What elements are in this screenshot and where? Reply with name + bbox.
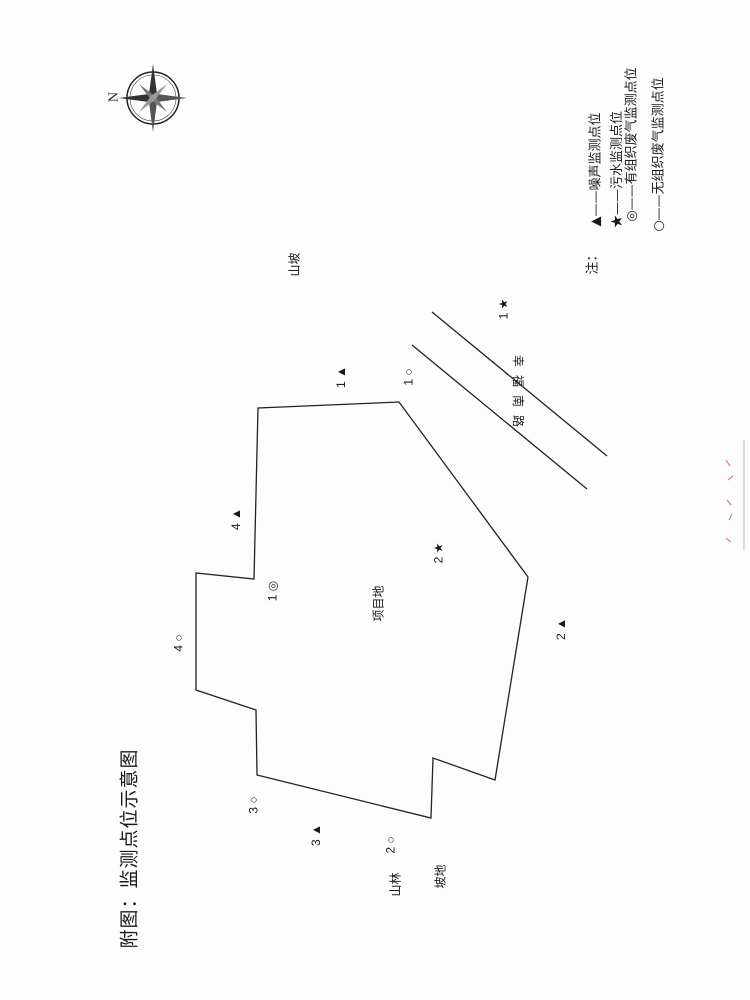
circle-icon: ○ [401, 368, 416, 376]
triangle-icon: ▲ [228, 508, 243, 520]
circle-icon: ○ [246, 796, 261, 804]
legend-item-noise: ▲——噪声监测点位 [588, 112, 604, 227]
unorganized-gas-point-4: 4 ○ [171, 634, 186, 652]
legend-heading: 注： [585, 248, 601, 275]
double-circle-icon: ◎ [624, 210, 640, 222]
compass-icon [119, 64, 187, 132]
unorganized-gas-point-2: 2 ○ [383, 836, 398, 854]
area-label-forest: 山林 [388, 872, 403, 897]
triangle-icon: ▲ [553, 618, 568, 630]
wastewater-point-2: 2 ★ [431, 542, 446, 564]
area-label-slope: 坡地 [433, 864, 448, 889]
legend-item-unorganized-gas: ○——无组织废气监测点位 [651, 77, 667, 232]
page-title: 附图：监测点位示意图 [118, 748, 141, 949]
unorganized-gas-point-1: 1 ○ [401, 368, 416, 386]
area-label-hillside: 山坡 [287, 252, 302, 277]
noise-point-1: 1 ▲ [333, 366, 348, 388]
road-edge-lower [411, 344, 588, 490]
circle-icon: ○ [383, 836, 398, 844]
red-stamp-fragment [725, 440, 745, 550]
noise-point-3: 3 ▲ [308, 824, 323, 846]
triangle-icon: ▲ [588, 216, 604, 227]
unorganized-gas-point-3: 3 ○ [246, 796, 261, 814]
project-boundary [195, 401, 529, 819]
road-edge-upper [431, 311, 608, 457]
star-icon: ★ [496, 298, 511, 310]
circle-icon: ○ [171, 634, 186, 642]
triangle-icon: ▲ [333, 366, 348, 378]
star-icon: ★ [431, 542, 446, 554]
triangle-icon: ▲ [308, 824, 323, 836]
double-circle-icon: ◎ [265, 580, 280, 592]
organized-gas-point-1: 1 ◎ [265, 580, 280, 602]
circle-icon: ○ [651, 220, 667, 232]
noise-point-4: 4 ▲ [228, 508, 243, 530]
wastewater-point-1: 1 ★ [496, 298, 511, 320]
road-label: 幸福南路 [511, 355, 525, 436]
north-label: N [106, 91, 121, 103]
area-label-project-site: 项目地 [371, 585, 386, 622]
noise-point-2: 2 ▲ [553, 618, 568, 640]
legend-item-organized-gas: ◎——有组织废气监测点位 [624, 67, 640, 222]
